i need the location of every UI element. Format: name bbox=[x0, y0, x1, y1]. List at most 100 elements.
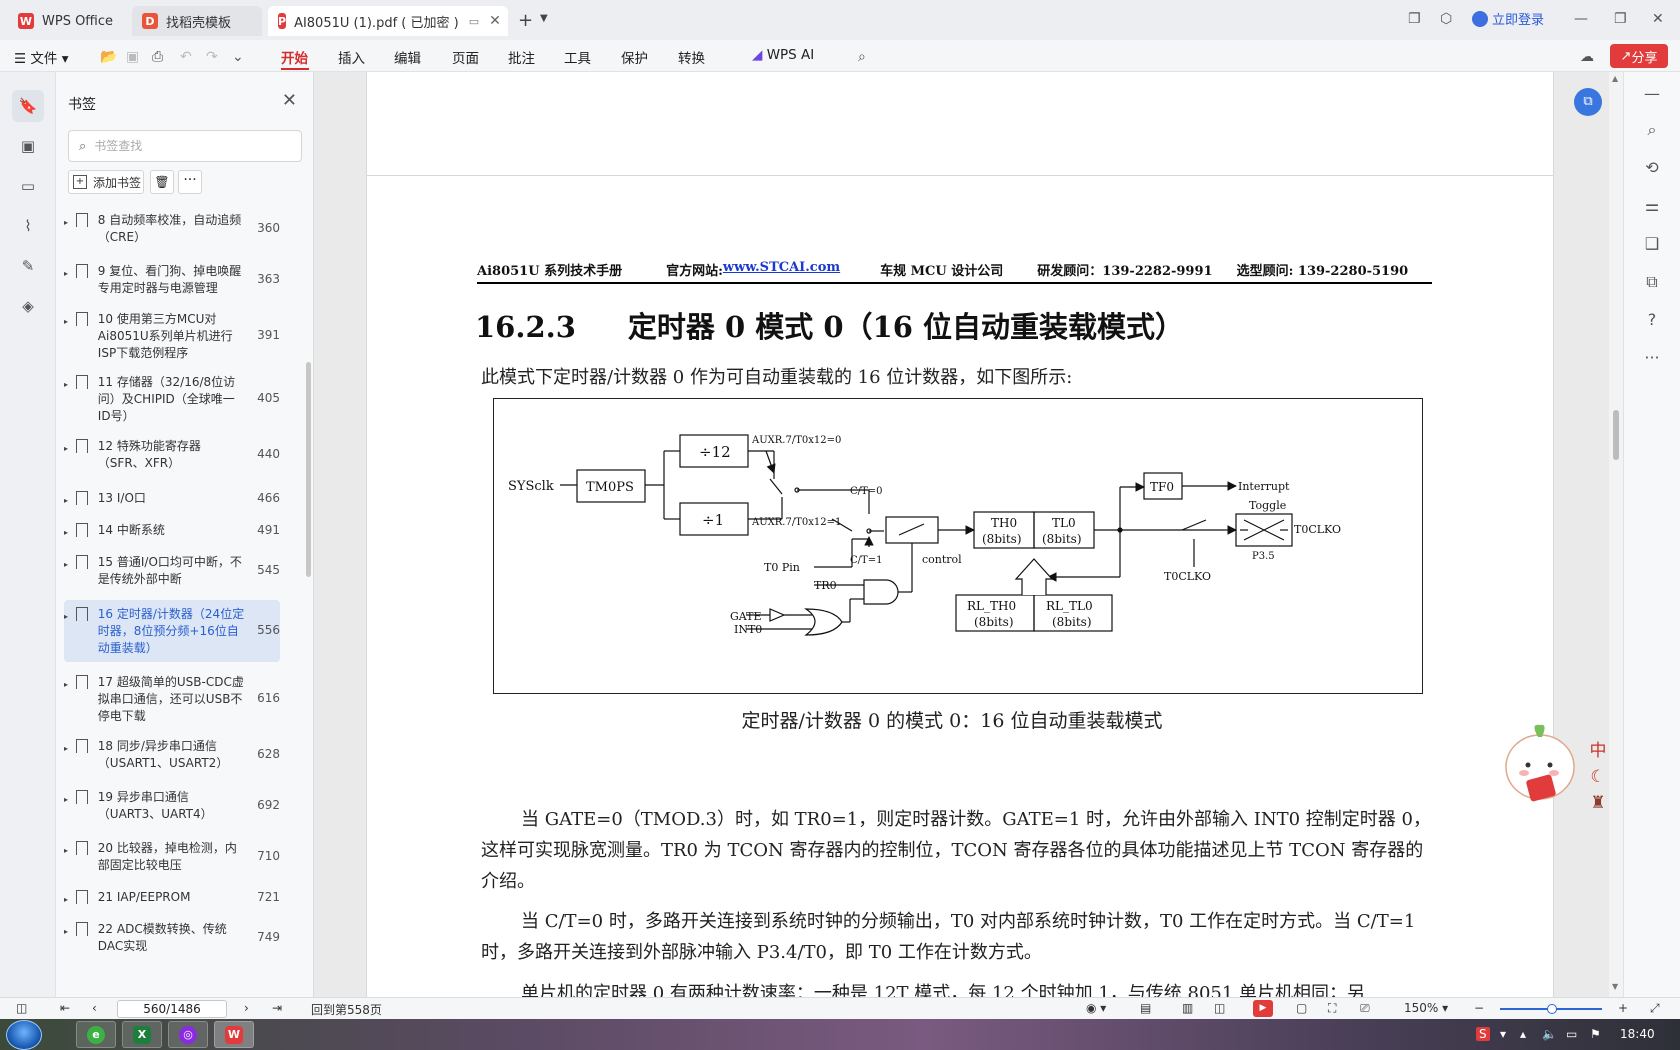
scroll-up-icon[interactable]: ▲ bbox=[1612, 74, 1619, 83]
scrollbar-thumb[interactable] bbox=[1613, 410, 1619, 460]
more-tools-icon[interactable]: ··· bbox=[1644, 348, 1660, 367]
open-folder-icon[interactable]: 📂 bbox=[100, 49, 118, 65]
ime-indicator[interactable]: 中☾♜ bbox=[1583, 738, 1613, 816]
share-button[interactable]: ↗ 分享 bbox=[1610, 44, 1668, 68]
expand-icon[interactable]: ▸ bbox=[64, 795, 69, 804]
expand-icon[interactable]: ▸ bbox=[64, 680, 69, 689]
eye-protect-icon[interactable]: ◉ ▾ bbox=[1086, 1001, 1107, 1015]
fit-page-icon[interactable]: ⛶ bbox=[1328, 1001, 1337, 1015]
bookmark-item[interactable]: ▸12 特殊功能寄存器（SFR、XFR）440 bbox=[64, 439, 281, 470]
menu-insert[interactable]: 插入 bbox=[338, 51, 365, 67]
single-page-icon[interactable]: ▤ bbox=[1140, 1001, 1152, 1015]
login-button[interactable]: 立即登录 bbox=[1472, 9, 1544, 28]
taskbar-clock[interactable]: 18:40 bbox=[1620, 1027, 1655, 1041]
tray-menu-icon[interactable]: ▾ bbox=[1500, 1027, 1507, 1041]
expand-icon[interactable]: ▸ bbox=[64, 895, 69, 904]
expand-icon[interactable]: ▸ bbox=[64, 269, 69, 278]
file-menu[interactable]: ☰ 文件 ▾ bbox=[14, 51, 69, 67]
prev-page-icon[interactable]: ‹ bbox=[92, 1001, 97, 1015]
first-page-icon[interactable]: ⇤ bbox=[60, 1001, 71, 1015]
quick-access-dropdown-icon[interactable]: ⌄ bbox=[232, 49, 244, 65]
expand-icon[interactable]: ▸ bbox=[64, 744, 69, 753]
fullscreen-icon[interactable]: ⤢ bbox=[1650, 1001, 1660, 1015]
document-viewport[interactable]: Ai8051U 系列技术手册 官方网站: www.STCAI.com 车规 MC… bbox=[314, 72, 1609, 997]
tab-wps-office[interactable]: W WPS Office bbox=[8, 6, 126, 36]
menu-convert[interactable]: 转换 bbox=[678, 51, 705, 67]
rotate-icon[interactable]: ⟲ bbox=[1645, 158, 1659, 177]
tray-volume-icon[interactable]: 🔈 bbox=[1542, 1027, 1557, 1041]
bookmark-item[interactable]: ▸19 异步串口通信（UART3、UART4）692 bbox=[64, 790, 281, 821]
floating-tool-button[interactable]: ⧉ bbox=[1574, 88, 1602, 116]
bookmark-search-input[interactable] bbox=[94, 139, 285, 153]
expand-icon[interactable]: ▸ bbox=[64, 380, 69, 389]
delete-bookmark-button[interactable]: 🗑 bbox=[150, 170, 174, 194]
tray-ime-icon[interactable]: S bbox=[1476, 1027, 1490, 1041]
new-tab-icon[interactable]: + bbox=[518, 10, 534, 31]
add-bookmark-button[interactable]: + 添加书签 bbox=[68, 170, 144, 194]
bookmark-item[interactable]: ▸18 同步/异步串口通信（USART1、USART2）628 bbox=[64, 739, 281, 770]
translate-panel-icon[interactable]: ⧉ bbox=[1646, 272, 1658, 291]
menu-start[interactable]: 开始 bbox=[281, 51, 308, 67]
expand-icon[interactable]: ▸ bbox=[64, 927, 69, 936]
bookmark-search[interactable]: ⌕ bbox=[68, 130, 302, 162]
close-window-icon[interactable]: ✕ bbox=[1652, 11, 1664, 27]
save-icon[interactable]: ▣ bbox=[126, 49, 140, 65]
settings-sliders-icon[interactable]: ⚌ bbox=[1644, 196, 1660, 215]
taskbar-app-wps[interactable]: W bbox=[214, 1021, 254, 1048]
tray-expand-icon[interactable]: ▴ bbox=[1520, 1027, 1527, 1041]
expand-icon[interactable]: ▸ bbox=[64, 444, 69, 453]
redo-icon[interactable]: ↷ bbox=[206, 49, 218, 65]
bookmark-item-selected[interactable]: ▸16 定时器/计数器（24位定时器，8位预分频+16位自动重装载）556 bbox=[64, 600, 280, 662]
continuous-page-icon[interactable]: ▥ bbox=[1182, 1001, 1194, 1015]
collapse-icon[interactable]: — bbox=[1644, 84, 1660, 103]
expand-icon[interactable]: ▸ bbox=[64, 846, 69, 855]
last-page-icon[interactable]: ⇥ bbox=[272, 1001, 283, 1015]
window-mode-icon[interactable]: ▭ bbox=[468, 14, 480, 28]
book-icon[interactable]: ❑ bbox=[1644, 234, 1660, 253]
help-icon[interactable]: ? bbox=[1647, 310, 1657, 329]
tab-document[interactable]: P AI8051U (1).pdf ( 已加密 ) ▭ ✕ bbox=[268, 6, 508, 36]
next-page-icon[interactable]: › bbox=[244, 1001, 249, 1015]
bookmark-item[interactable]: ▸11 存储器（32/16/8位访问）及CHIPID（全球唯一ID号）405 bbox=[64, 375, 281, 423]
layout-icon[interactable]: ❐ bbox=[1408, 11, 1421, 27]
search-icon[interactable]: ⌕ bbox=[858, 49, 866, 65]
layers-icon[interactable]: ◈ bbox=[22, 297, 34, 315]
cloud-upload-icon[interactable]: ☁ bbox=[1580, 49, 1594, 65]
thumbnail-icon[interactable]: ▣ bbox=[20, 137, 36, 155]
expand-icon[interactable]: ▸ bbox=[64, 612, 69, 621]
mascot-image[interactable] bbox=[1500, 715, 1590, 815]
tab-list-dropdown-icon[interactable]: ▼ bbox=[540, 13, 548, 24]
expand-icon[interactable]: ▸ bbox=[64, 560, 69, 569]
restore-icon[interactable]: ❐ bbox=[1614, 11, 1627, 27]
bookmark-scrollbar[interactable] bbox=[306, 362, 311, 577]
scroll-down-icon[interactable]: ▼ bbox=[1612, 982, 1619, 991]
tab-templates[interactable]: D 找稻壳模板 bbox=[132, 6, 262, 36]
zoom-out-icon[interactable]: − bbox=[1474, 1001, 1485, 1015]
zoom-in-icon[interactable]: + bbox=[1618, 1001, 1629, 1015]
comment-icon[interactable]: ▭ bbox=[20, 177, 36, 195]
minimize-icon[interactable]: — bbox=[1574, 11, 1588, 27]
tray-network-icon[interactable]: ▭ bbox=[1566, 1027, 1578, 1041]
tray-flag-icon[interactable]: ⚑ bbox=[1590, 1027, 1601, 1041]
two-page-icon[interactable]: ◫ bbox=[1214, 1001, 1226, 1015]
cube-icon[interactable]: ⬡ bbox=[1440, 11, 1453, 27]
back-to-page-link[interactable]: 回到第558页 bbox=[311, 1003, 382, 1017]
menu-annotate[interactable]: 批注 bbox=[508, 51, 535, 67]
screenshot-icon[interactable]: ⎚ bbox=[1360, 1001, 1370, 1015]
bookmark-panel-icon[interactable]: 🔖 bbox=[12, 90, 44, 122]
zoom-slider-knob[interactable] bbox=[1547, 1004, 1557, 1014]
page-number-input[interactable] bbox=[117, 1000, 227, 1018]
expand-icon[interactable]: ▸ bbox=[64, 528, 69, 537]
menu-page[interactable]: 页面 bbox=[452, 51, 479, 67]
menu-protect[interactable]: 保护 bbox=[621, 51, 648, 67]
expand-icon[interactable]: ▸ bbox=[64, 317, 69, 326]
fit-width-icon[interactable]: ▢ bbox=[1296, 1001, 1308, 1015]
close-tab-icon[interactable]: ✕ bbox=[489, 13, 501, 29]
more-options-button[interactable]: ··· bbox=[178, 170, 202, 194]
